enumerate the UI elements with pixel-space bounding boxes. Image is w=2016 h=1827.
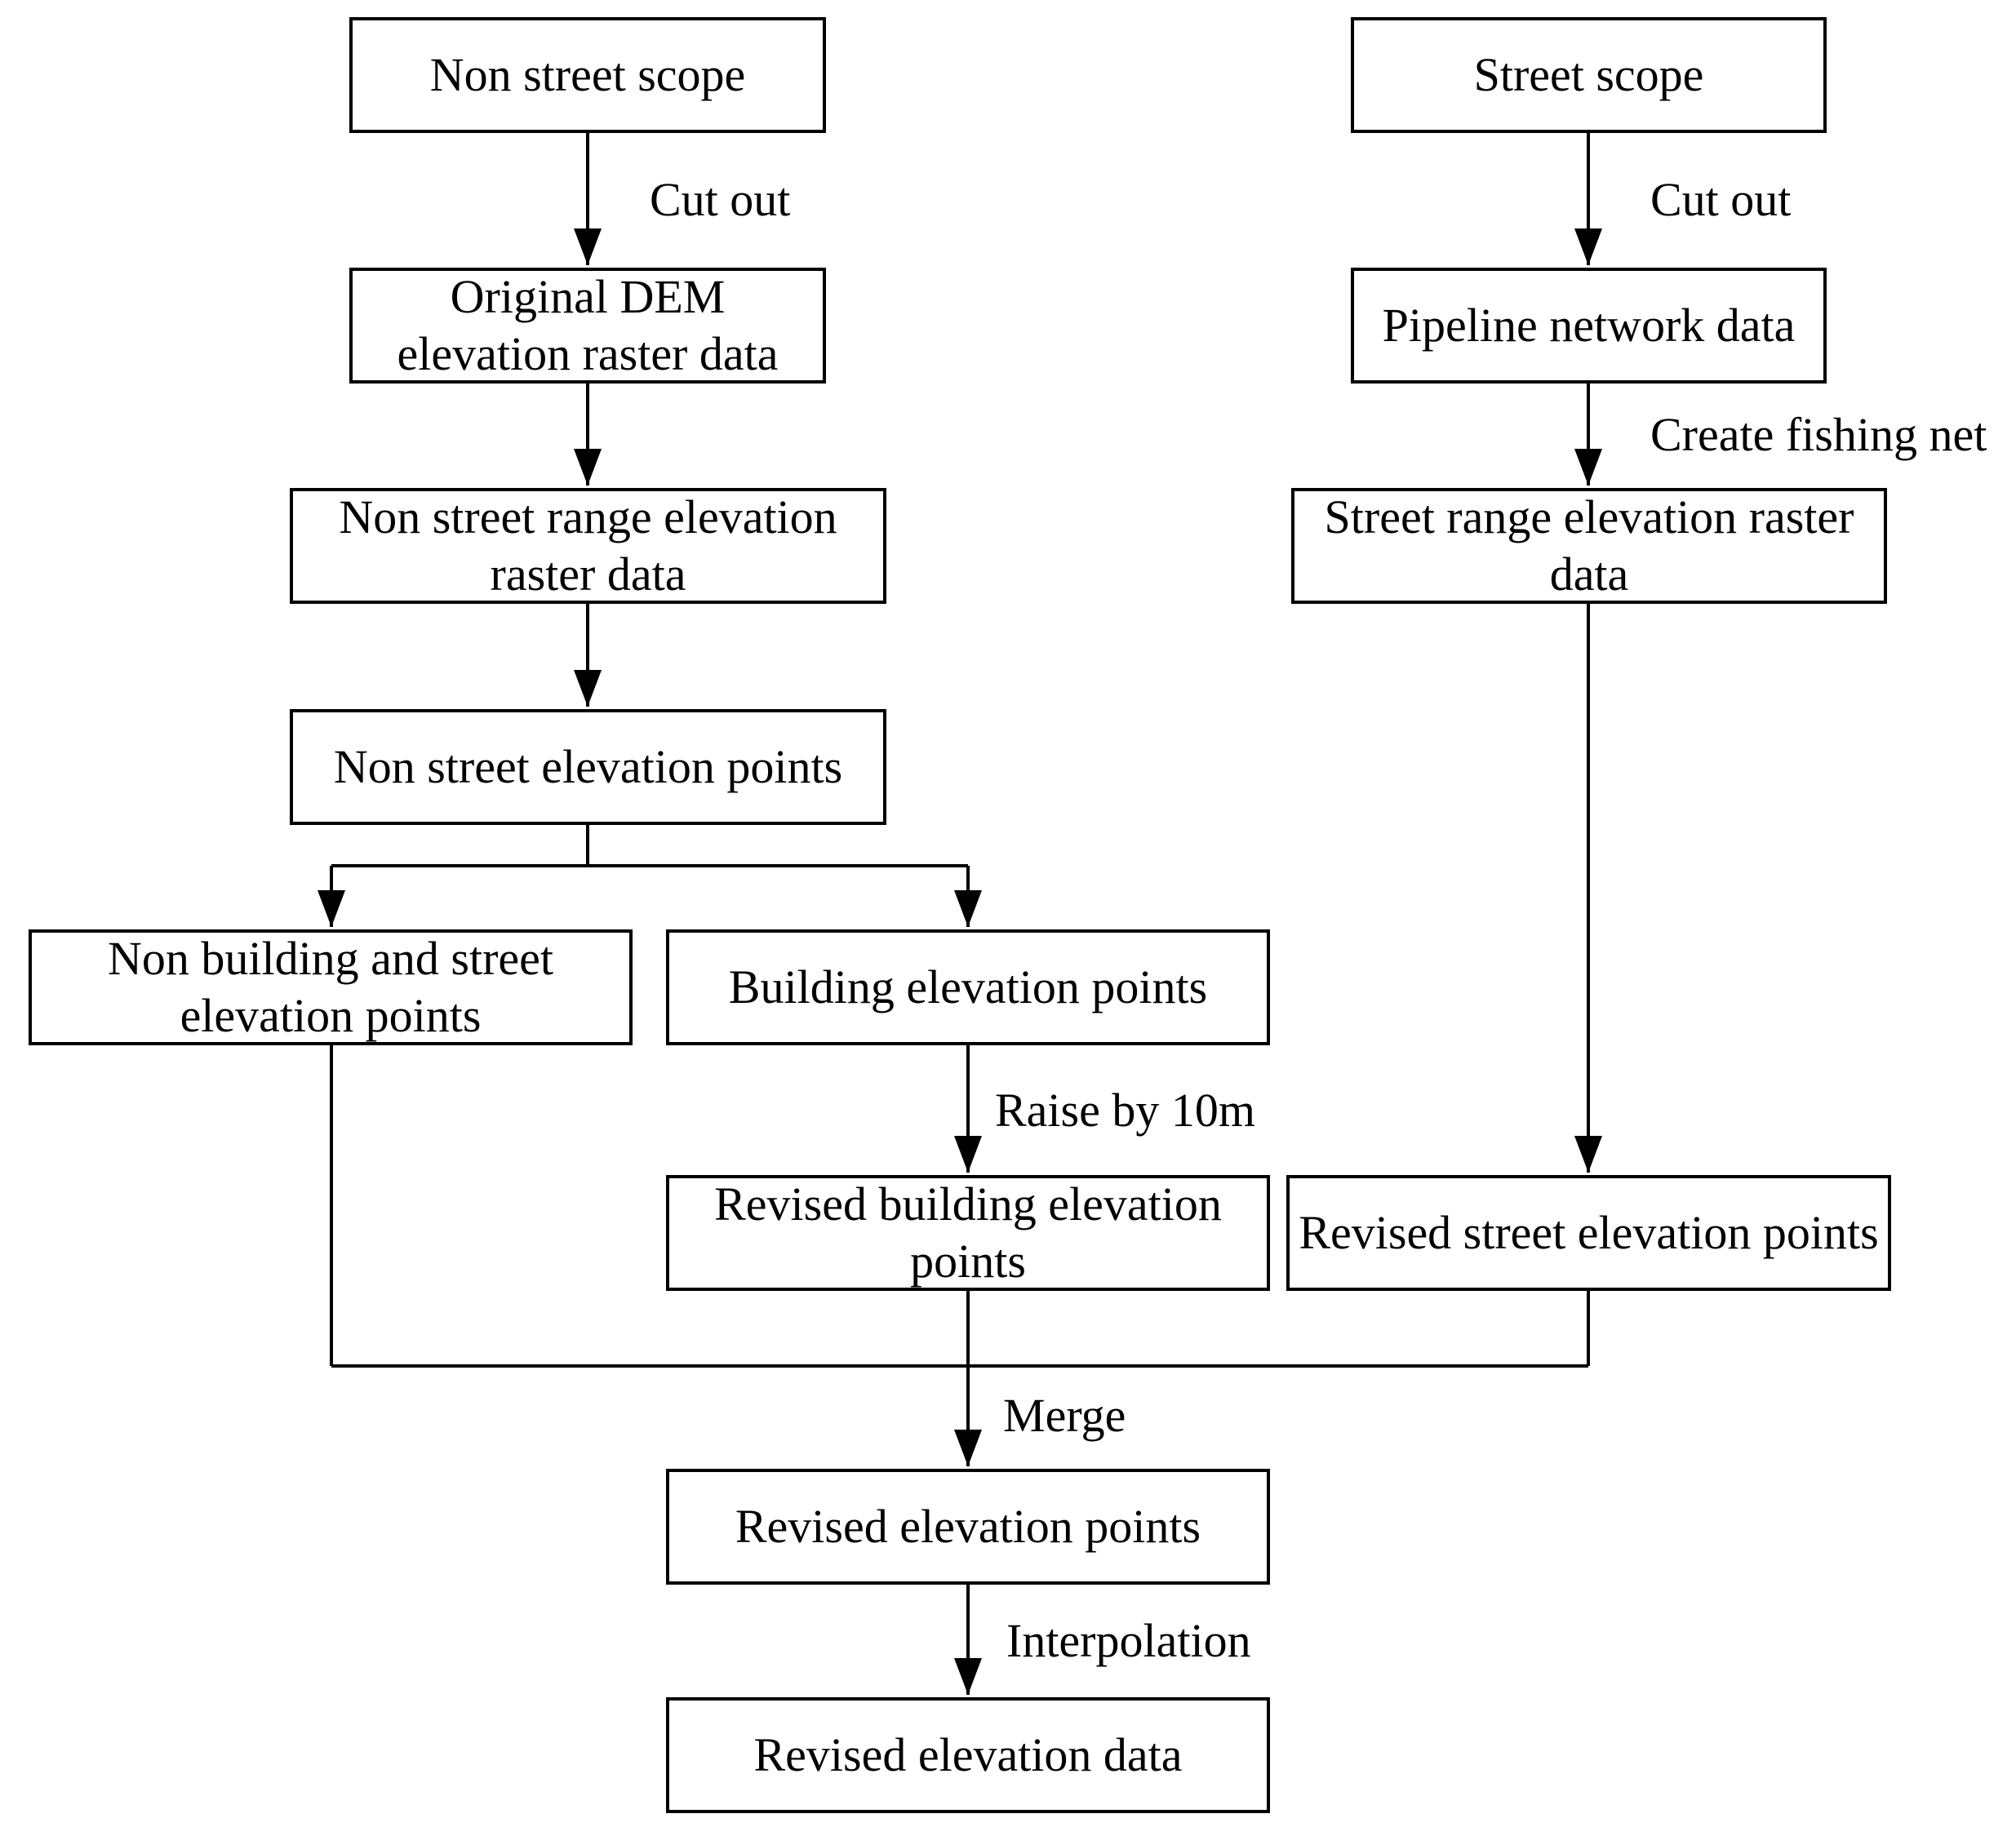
label-cut-out-right: Cut out — [1650, 173, 1792, 226]
label-interpolation: Interpolation — [1006, 1614, 1251, 1667]
label-create-fishing-net: Create fishing net — [1650, 408, 1987, 461]
node-pipeline-network: Pipeline network data — [1351, 268, 1827, 384]
node-non-street-range-raster: Non street range elevation raster data — [290, 488, 886, 604]
label-cut-out-left: Cut out — [650, 173, 791, 226]
node-street-range-raster: Street range elevation raster data — [1291, 488, 1887, 604]
label-raise-by: Raise by 10m — [995, 1084, 1255, 1137]
node-non-street-scope: Non street scope — [349, 17, 826, 133]
node-revised-building-points: Revised building elevation points — [666, 1175, 1270, 1291]
node-street-scope: Street scope — [1351, 17, 1827, 133]
node-revised-points: Revised elevation points — [666, 1469, 1270, 1585]
node-building-points: Building elevation points — [666, 929, 1270, 1045]
node-revised-data: Revised elevation data — [666, 1697, 1270, 1813]
node-non-street-points: Non street elevation points — [290, 709, 886, 825]
node-non-building-street-points: Non building and street elevation points — [29, 929, 633, 1045]
node-revised-street-points: Revised street elevation points — [1286, 1175, 1891, 1291]
label-merge: Merge — [1003, 1389, 1126, 1442]
node-original-dem: Original DEM elevation raster data — [349, 268, 826, 384]
